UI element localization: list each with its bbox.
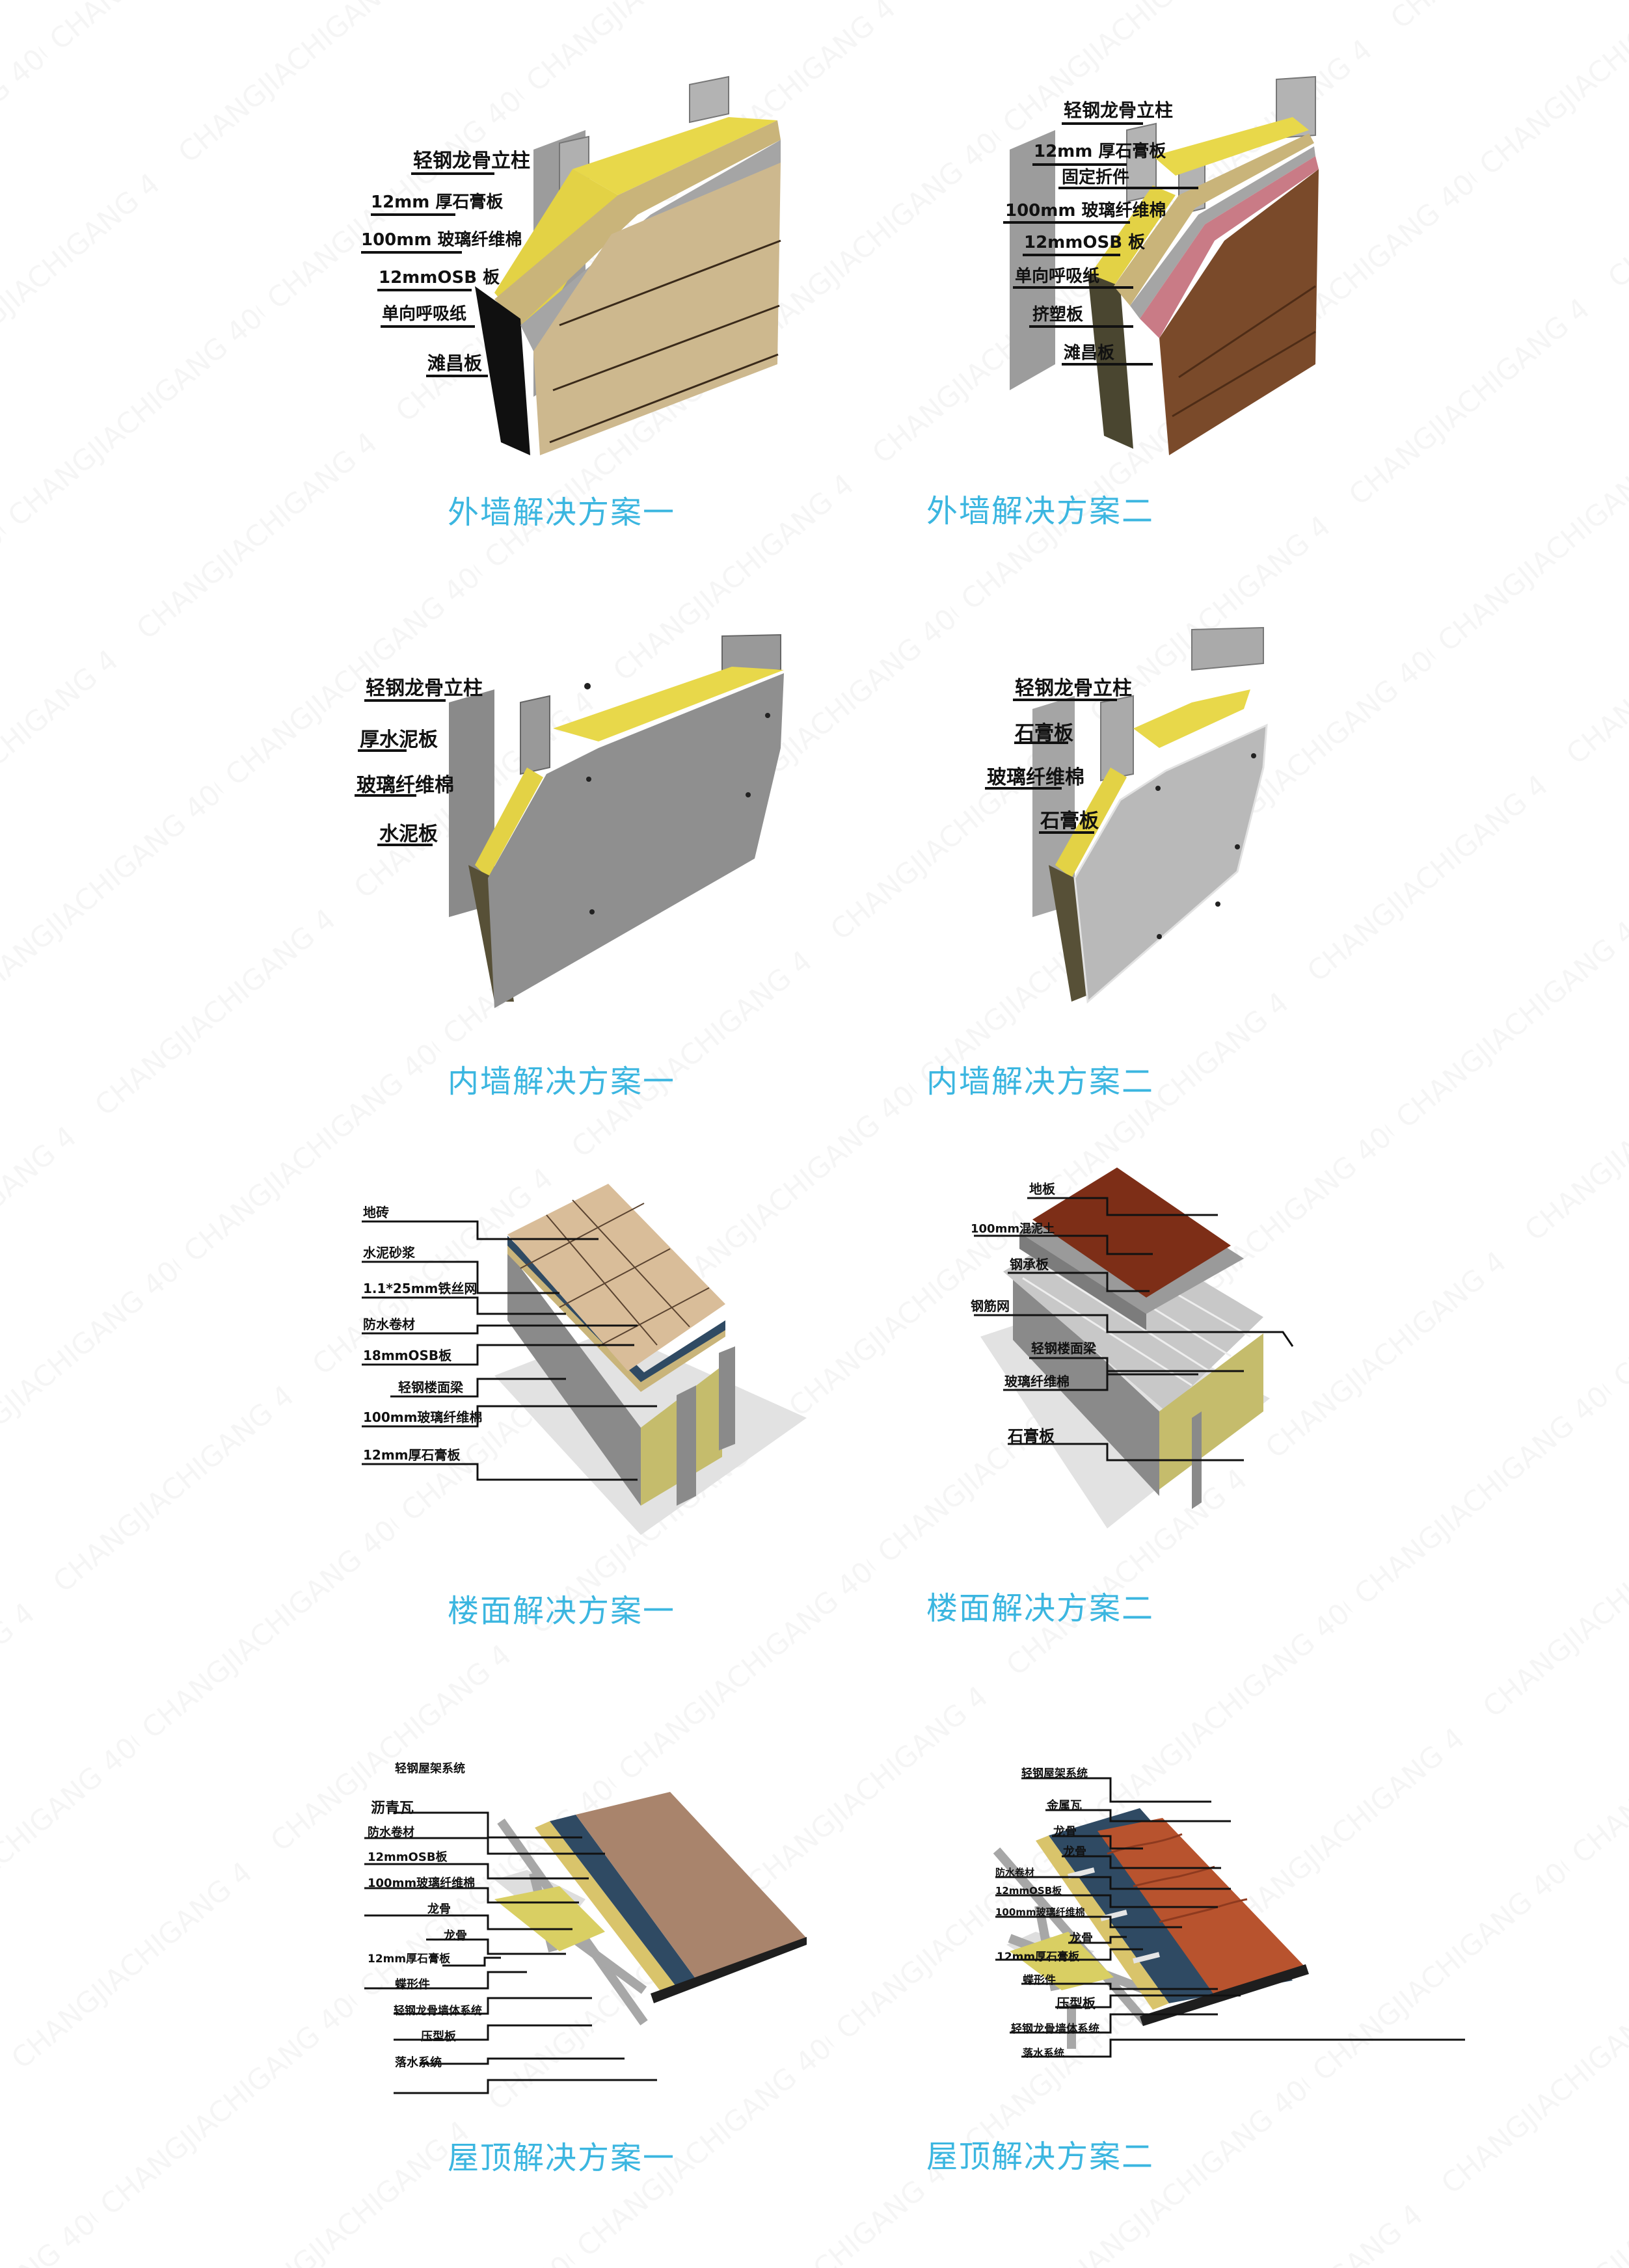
caption-floor-2: 楼面解决方案二 [926, 1590, 1155, 1627]
label-profiled-sheet: 压型板 [1057, 1995, 1096, 2011]
caption-roof-2: 屋顶解决方案二 [926, 2139, 1155, 2175]
wood-siding [533, 163, 781, 455]
wood-floor [1032, 1167, 1231, 1298]
label-fixing-bracket: 固定折件 [1062, 168, 1130, 187]
label-gypsum-board: 12mm 厚石膏板 [371, 193, 504, 212]
label-light-steel-stud: 轻钢龙骨立柱 [413, 150, 530, 172]
interior-wall-2-diagram [985, 626, 1268, 1004]
label-floor-beam: 轻钢楼面梁 [1031, 1341, 1096, 1356]
label-keel-3: 龙骨 [1070, 1932, 1093, 1945]
label-keel-2: 龙骨 [1063, 1845, 1086, 1859]
label-wall-system: 轻钢龙骨墙体系统 [394, 2005, 482, 2018]
label-siding-board: 滩昌板 [1064, 343, 1115, 363]
label-light-steel-stud: 轻钢龙骨立柱 [1015, 677, 1132, 700]
label-osb-board: 12mmOSB 板 [379, 268, 500, 287]
label-metal-tile: 金属瓦 [1047, 1799, 1082, 1813]
label-gypsum-board: 12mm厚石膏板 [368, 1953, 451, 1966]
label-drainage-system: 落水系统 [395, 2056, 442, 2070]
caption-interior-wall-1: 内墙解决方案一 [448, 1063, 676, 1100]
label-gypsum-board: 12mm厚石膏板 [997, 1951, 1080, 1964]
panel-floor-2: 地板 100mm混泥土 钢承板 钢筋网 轻钢楼面梁 玻璃纤维棉 石膏板 楼面解决… [814, 1106, 1629, 1627]
label-glass-fiber: 玻璃纤维棉 [987, 766, 1084, 789]
label-asphalt-shingle: 沥青瓦 [371, 1800, 414, 1817]
steel-stud-icon [689, 75, 729, 124]
exterior-wall-2-diagram [1003, 75, 1319, 455]
label-thick-cement-board: 厚水泥板 [360, 728, 438, 751]
label-butterfly-clip: 蝶形件 [1023, 1974, 1056, 1987]
label-glass-fiber: 100mm 玻璃纤维棉 [361, 230, 522, 250]
label-wire-mesh: 1.1*25mm铁丝网 [363, 1281, 478, 1296]
steel-stud-icon [1191, 626, 1264, 671]
floor-1-diagram [362, 1184, 807, 1535]
panel-exterior-wall-1: 轻钢龙骨立柱 12mm 厚石膏板 100mm 玻璃纤维棉 12mmOSB 板 单… [0, 0, 814, 553]
label-osb-board: 12mmOSB板 [995, 1885, 1062, 1897]
label-concrete: 100mm混泥土 [971, 1222, 1055, 1236]
label-butterfly-clip: 蝶形件 [395, 1978, 430, 1992]
label-light-steel-stud: 轻钢龙骨立柱 [366, 677, 483, 700]
label-rebar-mesh: 钢筋网 [971, 1298, 1010, 1314]
label-wall-system: 轻钢龙骨墙体系统 [1011, 2023, 1099, 2036]
label-waterproof-membrane: 防水卷材 [995, 1867, 1035, 1878]
label-osb-board: 12mmOSB 板 [1024, 233, 1146, 252]
label-profiled-sheet: 压型板 [421, 2030, 456, 2044]
asphalt-shingle-roof [576, 1792, 807, 1984]
label-glass-fiber: 100mm玻璃纤维棉 [995, 1906, 1085, 1918]
cement-board [488, 673, 784, 1008]
label-roof-truss: 轻钢屋架系统 [395, 1762, 465, 1776]
caption-exterior-wall-2: 外墙解决方案二 [926, 493, 1155, 529]
panel-floor-1: 地砖 水泥砂浆 1.1*25mm铁丝网 防水卷材 18mmOSB板 轻钢楼面梁 … [0, 1106, 814, 1629]
label-breathing-paper: 单向呼吸纸 [1015, 267, 1100, 286]
label-waterproof-membrane: 防水卷材 [368, 1826, 414, 1839]
panel-roof-2: 轻钢屋架系统 金属瓦 龙骨 龙骨 防水卷材 12mmOSB板 100mm玻璃纤维… [814, 1626, 1629, 2268]
label-keel-2: 龙骨 [444, 1929, 467, 1943]
label-glass-fiber: 玻璃纤维棉 [357, 774, 454, 797]
label-floor-tile: 地砖 [363, 1205, 389, 1220]
roof-1-diagram [364, 1792, 807, 2094]
xps-board [1140, 156, 1319, 338]
floor-2-diagram [974, 1167, 1294, 1528]
interior-wall-1-diagram [355, 634, 784, 1008]
label-waterproof-membrane: 防水卷材 [363, 1316, 415, 1332]
gutter [651, 1937, 807, 2003]
label-xps-board: 挤塑板 [1032, 305, 1084, 325]
exterior-wall-1-diagram [361, 75, 781, 455]
caption-exterior-wall-1: 外墙解决方案一 [448, 494, 676, 531]
label-cement-board: 水泥板 [379, 823, 438, 846]
gypsum-board [1073, 723, 1268, 1004]
label-gypsum-board: 12mm 厚石膏板 [1034, 142, 1166, 161]
label-glass-fiber: 100mm玻璃纤维棉 [368, 1876, 476, 1890]
label-glass-fiber: 100mm 玻璃纤维棉 [1005, 201, 1166, 220]
label-floor-beam: 轻钢楼面梁 [398, 1380, 463, 1395]
label-osb-board: 12mmOSB板 [368, 1850, 448, 1864]
label-glass-fiber: 100mm玻璃纤维棉 [363, 1409, 483, 1425]
label-wood-floor: 地板 [1029, 1181, 1055, 1197]
label-keel-1: 龙骨 [427, 1902, 451, 1916]
panel-interior-wall-2: 轻钢龙骨立柱 石膏板 玻璃纤维棉 石膏板 内墙解决方案二 [814, 553, 1629, 1106]
label-gypsum-board-inner: 石膏板 [1015, 722, 1073, 745]
label-siding-board: 滩昌板 [427, 353, 483, 374]
panel-roof-1: 轻钢屋架系统 沥青瓦 防水卷材 12mmOSB板 100mm玻璃纤维棉 龙骨 龙… [0, 1626, 814, 2268]
panel-interior-wall-1: 轻钢龙骨立柱 厚水泥板 玻璃纤维棉 水泥板 内墙解决方案一 [0, 553, 814, 1106]
label-roof-truss: 轻钢屋架系统 [1021, 1767, 1088, 1780]
label-drainage-system: 落水系统 [1023, 2047, 1065, 2059]
roof-2-diagram [993, 1777, 1465, 2058]
label-gypsum-board: 石膏板 [1008, 1427, 1055, 1445]
caption-roof-1: 屋顶解决方案一 [448, 2140, 676, 2176]
label-gypsum-board-outer: 石膏板 [1040, 810, 1099, 833]
label-breathing-paper: 单向呼吸纸 [382, 304, 467, 324]
wood-siding [1159, 169, 1319, 455]
caption-interior-wall-2: 内墙解决方案二 [926, 1063, 1155, 1100]
caption-floor-1: 楼面解决方案一 [448, 1593, 676, 1629]
metal-tile-roof [1097, 1818, 1306, 2000]
label-glass-fiber: 玻璃纤维棉 [1004, 1374, 1070, 1389]
label-keel-1: 龙骨 [1053, 1825, 1077, 1839]
label-cement-mortar: 水泥砂浆 [363, 1245, 415, 1261]
label-steel-deck: 钢承板 [1010, 1257, 1049, 1272]
label-osb-board: 18mmOSB板 [363, 1348, 452, 1363]
panel-exterior-wall-2: 轻钢龙骨立柱 12mm 厚石膏板 固定折件 100mm 玻璃纤维棉 12mmOS… [814, 0, 1629, 553]
label-gypsum-board: 12mm厚石膏板 [363, 1447, 461, 1463]
label-light-steel-stud: 轻钢龙骨立柱 [1064, 100, 1174, 121]
